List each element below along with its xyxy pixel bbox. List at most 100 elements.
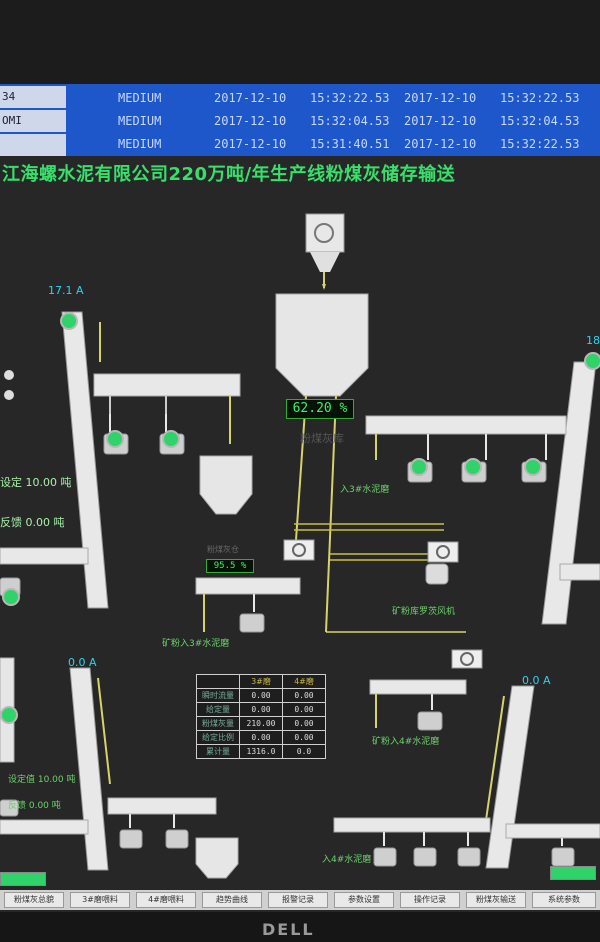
feeder-running-icon[interactable] bbox=[410, 458, 428, 476]
table-cell: 瞬时流量 bbox=[196, 688, 240, 703]
alarm-level: MEDIUM bbox=[118, 137, 162, 151]
to-mill3-label: 入3#水泥磨 bbox=[340, 485, 390, 495]
alarm-date: 2017-12-10 bbox=[404, 91, 477, 105]
left-elevator bbox=[61, 311, 109, 609]
table-cell: 0.00 bbox=[282, 716, 326, 731]
nav-oplog-button[interactable]: 操作记录 bbox=[400, 892, 460, 908]
alarm-time: 15:32:22.53 bbox=[310, 91, 390, 105]
start-button-left[interactable] bbox=[0, 872, 46, 886]
alarm-time: 15:32:22.53 bbox=[500, 137, 580, 151]
table-header bbox=[196, 674, 240, 689]
alarm-time: 15:31:40.51 bbox=[310, 137, 390, 151]
feedback-label-2: 反馈 0.00 吨 bbox=[8, 801, 61, 811]
right-elevator-current: 18 bbox=[586, 334, 600, 347]
alarm-date: 2017-12-10 bbox=[214, 91, 287, 105]
blower-label: 矿粉库罗茨风机 bbox=[392, 607, 456, 617]
nav-mill3-button[interactable]: 3#磨喂料 bbox=[70, 892, 130, 908]
alarm-date: 2017-12-10 bbox=[404, 114, 477, 128]
nav-trend-button[interactable]: 趋势曲线 bbox=[202, 892, 262, 908]
nav-mill4-button[interactable]: 4#磨喂料 bbox=[136, 892, 196, 908]
alarm-time: 15:32:22.53 bbox=[500, 91, 580, 105]
small-bin-level-readout: 95.5 % bbox=[206, 559, 254, 573]
table-cell: 给定量 bbox=[196, 702, 240, 717]
set-value-label-2: 设定值 10.00 吨 bbox=[8, 775, 76, 785]
to-mill3-b-label: 矿粉入3#水泥磨 bbox=[162, 639, 230, 649]
table-cell: 给定比例 bbox=[196, 730, 240, 745]
table-cell: 累计量 bbox=[196, 744, 240, 759]
page-title: 江海螺水泥有限公司220万吨/年生产线粉煤灰储存输送 bbox=[2, 164, 456, 185]
roots-blower-icon bbox=[425, 563, 449, 585]
status-dot bbox=[4, 390, 14, 400]
alarm-level: MEDIUM bbox=[118, 91, 162, 105]
nav-alarm-button[interactable]: 报警记录 bbox=[268, 892, 328, 908]
elevator-motor-running-icon[interactable] bbox=[60, 312, 78, 330]
alarm-tag: OMI bbox=[0, 110, 66, 132]
status-dot bbox=[4, 370, 14, 380]
lower-right-elevator-current: 0.0 A bbox=[522, 674, 551, 687]
table-header: 3#磨 bbox=[239, 674, 283, 689]
table-cell[interactable]: 0.00 bbox=[239, 730, 283, 745]
table-cell: 粉煤灰量 bbox=[196, 716, 240, 731]
feeder-box bbox=[305, 213, 345, 253]
feeder-valve-icon bbox=[314, 223, 334, 243]
table-cell[interactable]: 0.00 bbox=[239, 702, 283, 717]
table-cell: 0.00 bbox=[239, 688, 283, 703]
feeder-running-icon[interactable] bbox=[106, 430, 124, 448]
table-header-row: 3#磨 4#磨 bbox=[196, 674, 326, 689]
small-bin-name: 粉煤灰仓 bbox=[207, 545, 239, 554]
alarm-time: 15:32:04.53 bbox=[310, 114, 390, 128]
to-mill4-b-label: 入4#水泥磨 bbox=[322, 855, 372, 865]
screen-navigation-bar: 粉煤灰总貌 3#磨喂料 4#磨喂料 趋势曲线 报警记录 参数设置 操作记录 粉煤… bbox=[0, 890, 600, 910]
table-header: 4#磨 bbox=[282, 674, 326, 689]
process-diagram bbox=[0, 213, 600, 879]
motor-running-icon[interactable] bbox=[0, 706, 18, 724]
alarm-row[interactable]: MEDIUM 2017-12-10 15:31:40.51 2017-12-10 15:… bbox=[118, 134, 598, 154]
lower-left-elevator-current: 0.0 A bbox=[68, 656, 97, 669]
nav-system-button[interactable]: 系统参数 bbox=[532, 892, 596, 908]
table-row: 给定量 0.00 0.00 bbox=[196, 702, 326, 717]
alarm-tag: 34 bbox=[0, 86, 66, 108]
alarm-list[interactable]: 34 OMI MEDIUM 2017-12-10 15:32:22.53 2017-1… bbox=[0, 84, 600, 156]
feeder-running-icon[interactable] bbox=[162, 430, 180, 448]
table-cell: 1316.0 bbox=[239, 744, 283, 759]
feed-data-table: 3#磨 4#磨 瞬时流量 0.00 0.00 给定量 0.00 0.00 粉煤灰… bbox=[196, 674, 326, 759]
feeder-hopper bbox=[310, 252, 340, 272]
left-elevator-current: 17.1 A bbox=[48, 284, 84, 297]
table-cell: 0.0 bbox=[282, 744, 326, 759]
nav-overview-button[interactable]: 粉煤灰总貌 bbox=[4, 892, 64, 908]
table-row: 瞬时流量 0.00 0.00 bbox=[196, 688, 326, 703]
feeder-running-icon[interactable] bbox=[464, 458, 482, 476]
alarm-tag bbox=[0, 134, 66, 156]
table-cell[interactable]: 0.00 bbox=[282, 730, 326, 745]
table-cell: 210.00 bbox=[239, 716, 283, 731]
left-conveyor bbox=[93, 373, 241, 397]
start-button-right[interactable] bbox=[550, 866, 596, 880]
monitor-bezel-bottom bbox=[0, 912, 600, 942]
table-cell[interactable]: 0.00 bbox=[282, 702, 326, 717]
elevator-motor-running-icon[interactable] bbox=[584, 352, 600, 370]
alarm-time: 15:32:04.53 bbox=[500, 114, 580, 128]
motor-running-icon[interactable] bbox=[2, 588, 20, 606]
set-value-label: 设定 10.00 吨 bbox=[0, 476, 72, 489]
alarm-row[interactable]: MEDIUM 2017-12-10 15:32:04.53 2017-12-10 15:… bbox=[118, 111, 598, 131]
table-cell: 0.00 bbox=[282, 688, 326, 703]
alarm-date: 2017-12-10 bbox=[404, 137, 477, 151]
table-row: 累计量 1316.0 0.0 bbox=[196, 744, 326, 759]
alarm-level: MEDIUM bbox=[118, 114, 162, 128]
scada-screen: 34 OMI MEDIUM 2017-12-10 15:32:22.53 2017-1… bbox=[0, 84, 600, 912]
monitor-bezel-top bbox=[0, 0, 600, 84]
feeder-running-icon[interactable] bbox=[524, 458, 542, 476]
lower-right-elevator bbox=[485, 685, 535, 869]
fly-ash-silo bbox=[275, 293, 369, 397]
right-elevator bbox=[541, 361, 597, 625]
table-row: 给定比例 0.00 0.00 bbox=[196, 730, 326, 745]
silo-name: 粉煤灰库 bbox=[300, 432, 344, 445]
alarm-row[interactable]: MEDIUM 2017-12-10 15:32:22.53 2017-12-10 15:… bbox=[118, 88, 598, 108]
feedback-label: 反馈 0.00 吨 bbox=[0, 516, 65, 529]
to-mill4-label: 矿粉入4#水泥磨 bbox=[372, 737, 440, 747]
table-row: 粉煤灰量 210.00 0.00 bbox=[196, 716, 326, 731]
alarm-date: 2017-12-10 bbox=[214, 114, 287, 128]
alarm-date: 2017-12-10 bbox=[214, 137, 287, 151]
nav-params-button[interactable]: 参数设置 bbox=[334, 892, 394, 908]
nav-conveying-button[interactable]: 粉煤灰输送 bbox=[466, 892, 526, 908]
